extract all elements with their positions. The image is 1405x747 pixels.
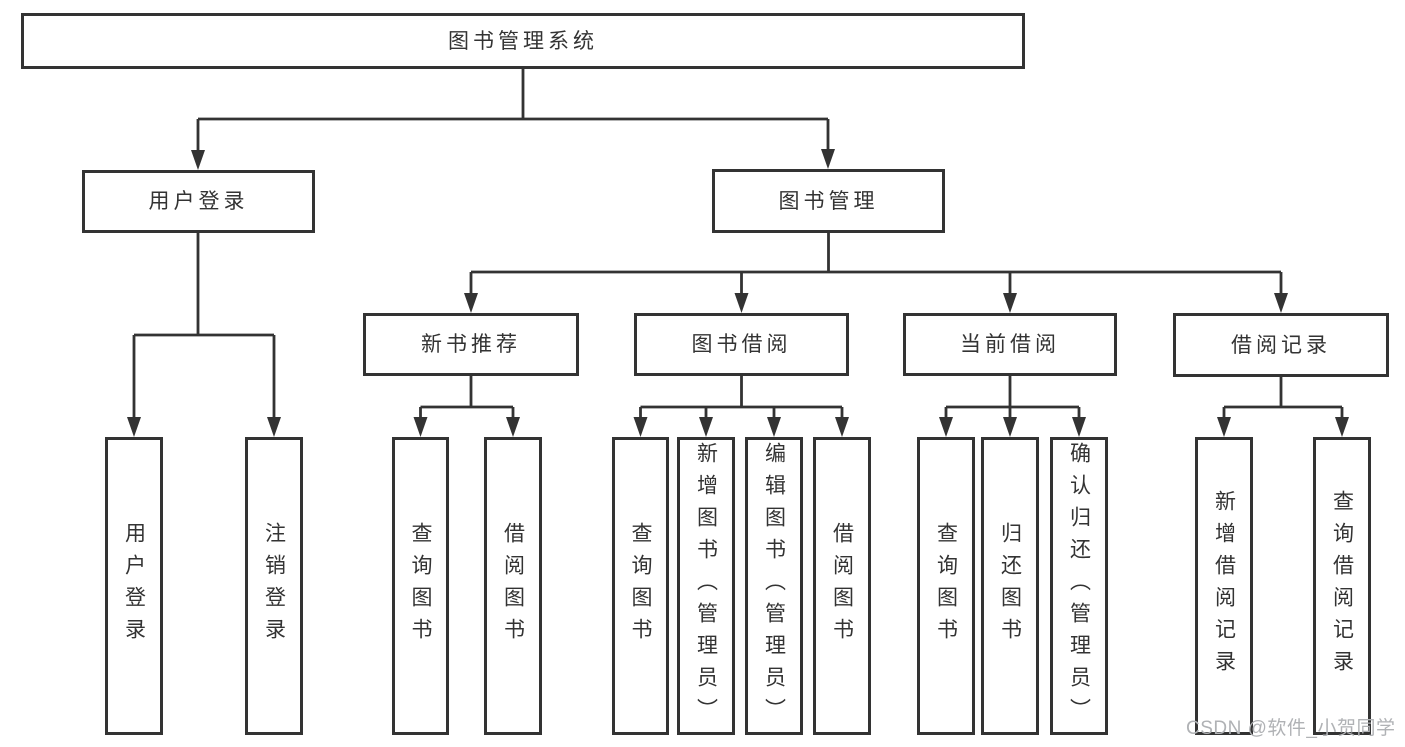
connector-root-to-level2 [191,68,835,170]
leaf-bb-add-books-admin-label: 新增图书（管理员） [694,442,718,730]
leaf-bb-edit-books-admin-label: 编辑图书（管理员） [762,442,786,730]
leaf-bb-query-books-label: 查询图书 [629,522,652,650]
connector-book-mgmt-children [464,233,1288,313]
leaf-nb-query-books-label: 查询图书 [409,522,432,650]
csdn-watermark: CSDN @软件_小贺同学 [1186,718,1396,739]
leaf-cb-confirm-return-admin: 确认归还（管理员） [1050,437,1108,735]
leaf-cb-query-books-label: 查询图书 [934,522,958,650]
node-new-book-rec: 新书推荐 [363,313,579,376]
node-user-login: 用户登录 [82,170,315,233]
leaf-user-login: 用户登录 [105,437,163,735]
node-user-login-label: 用户登录 [148,190,249,213]
leaf-bb-borrow-books: 借阅图书 [813,437,871,735]
node-book-mgmt: 图书管理 [712,169,945,233]
leaf-nb-borrow-books-label: 借阅图书 [501,522,525,650]
leaf-br-query-record: 查询借阅记录 [1313,437,1371,735]
leaf-cb-return-books: 归还图书 [981,437,1039,735]
connector-book-borrow-children [633,376,849,437]
node-borrow-records: 借阅记录 [1173,313,1389,377]
node-book-mgmt-label: 图书管理 [778,189,879,213]
leaf-bb-add-books-admin: 新增图书（管理员） [677,437,735,735]
node-book-borrow: 图书借阅 [634,313,849,376]
connector-new-book-children [413,376,520,437]
leaf-cb-confirm-return-admin-label: 确认归还（管理员） [1067,442,1091,730]
node-current-borrow: 当前借阅 [903,313,1117,376]
leaf-br-query-record-label: 查询借阅记录 [1330,490,1354,682]
leaf-user-login-label: 用户登录 [122,522,146,650]
leaf-nb-query-books: 查询图书 [392,437,449,735]
leaf-cb-query-books: 查询图书 [917,437,975,735]
leaf-br-add-record-label: 新增借阅记录 [1212,490,1236,682]
leaf-bb-borrow-books-label: 借阅图书 [830,522,854,650]
node-root-label: 图书管理系统 [448,29,598,53]
connector-user-login-children [127,233,281,437]
leaf-cb-return-books-label: 归还图书 [998,522,1022,650]
leaf-logout-label: 注销登录 [262,522,286,650]
leaf-bb-query-books: 查询图书 [612,437,669,735]
leaf-bb-edit-books-admin: 编辑图书（管理员） [745,437,803,735]
connector-current-borrow-children [939,376,1086,437]
leaf-br-add-record: 新增借阅记录 [1195,437,1253,735]
node-new-book-rec-label: 新书推荐 [421,333,521,356]
node-root: 图书管理系统 [21,13,1025,69]
node-borrow-records-label: 借阅记录 [1231,333,1331,357]
leaf-nb-borrow-books: 借阅图书 [484,437,542,735]
node-current-borrow-label: 当前借阅 [960,333,1060,356]
node-book-borrow-label: 图书借阅 [691,333,792,356]
leaf-logout: 注销登录 [245,437,303,735]
connector-borrow-records-children [1217,376,1349,437]
